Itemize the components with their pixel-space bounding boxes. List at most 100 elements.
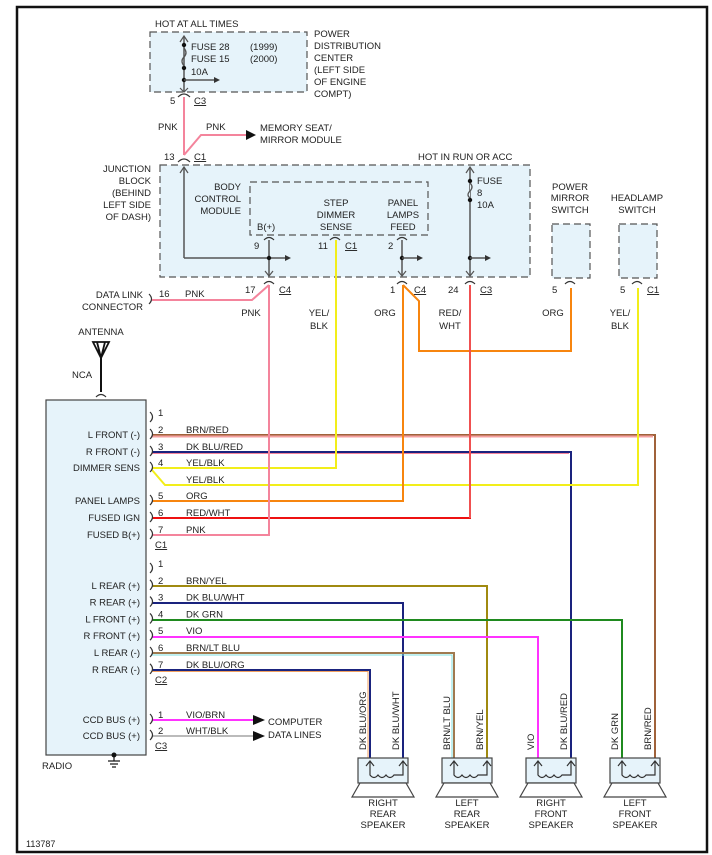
speaker-coil-icon	[537, 762, 572, 779]
jb-out-pin1-conn: C4	[414, 285, 426, 296]
radio-c1-connector: C1	[155, 540, 167, 551]
power-mirror-switch: POWER MIRROR SWITCH 5	[551, 182, 591, 296]
memory-seat-dest: MEMORY SEAT/	[260, 123, 332, 134]
radio-pin-row: YEL/BLK	[186, 475, 225, 486]
pin-function: CCD BUS (+)	[83, 715, 140, 726]
svg-text:COMPT): COMPT)	[314, 89, 351, 100]
wire-color-label: WHT/BLK	[186, 726, 229, 737]
ground-icon	[108, 752, 120, 768]
pin-number: 5	[158, 491, 163, 502]
jb-out-pin17-conn: C4	[279, 285, 291, 296]
pdc-fuse-rating: 10A	[191, 67, 209, 78]
svg-text:SENSE: SENSE	[320, 222, 352, 233]
pin-number: 2	[158, 726, 163, 737]
bcm-b-plus: B(+)	[257, 222, 275, 233]
svg-text:OF DASH): OF DASH)	[106, 212, 151, 223]
wire-color-label: DK GRN	[186, 609, 223, 620]
svg-text:BLOCK: BLOCK	[119, 176, 152, 187]
pin-number: 1	[158, 408, 163, 419]
jb-out-pin17: 17	[245, 285, 256, 296]
svg-text:DISTRIBUTION: DISTRIBUTION	[314, 41, 381, 52]
speaker-wire-label: DK GRN	[610, 713, 621, 750]
svg-text:JUNCTION: JUNCTION	[103, 164, 151, 175]
radio-c2-connector: C2	[155, 675, 167, 686]
hot-in-run-label: HOT IN RUN OR ACC	[418, 152, 512, 163]
speaker-name: REAR	[454, 809, 481, 820]
figure-id: 113787	[26, 839, 55, 849]
wire-color-label: YEL/BLK	[186, 475, 225, 486]
pin-function: R FRONT (-)	[86, 447, 140, 458]
pnk-label-left: PNK	[158, 122, 178, 133]
jb-out-pin1: 1	[390, 285, 395, 296]
speaker-name: FRONT	[619, 809, 652, 820]
svg-text:8: 8	[477, 188, 482, 199]
svg-text:MIRROR MODULE: MIRROR MODULE	[260, 135, 342, 146]
radio-label: RADIO	[42, 761, 72, 772]
wire-color-label: PNK	[186, 525, 206, 536]
pin-number: 1	[158, 710, 163, 721]
radio-pin-row: 6L REAR (-)BRN/LT BLU	[94, 643, 240, 659]
radio-pin-row: 2L FRONT (-)BRN/RED	[88, 425, 229, 441]
pin-function: R REAR (+)	[90, 598, 140, 609]
svg-text:WHT: WHT	[439, 321, 461, 332]
pin-function: R REAR (-)	[92, 665, 140, 676]
radio-pin-row: 3R REAR (+)DK BLU/WHT	[90, 593, 245, 609]
svg-text:STEP: STEP	[324, 198, 349, 209]
pin-function: R FRONT (+)	[83, 631, 140, 642]
dlc-wire: PNK	[185, 289, 205, 300]
speaker-name: SPEAKER	[361, 820, 406, 831]
wire-color-label: VIO	[186, 626, 202, 637]
speaker-name: SPEAKER	[445, 820, 490, 831]
wire-color-label: RED/WHT	[186, 508, 231, 519]
pnk-feed-wire: PNK PNK MEMORY SEAT/ MIRROR MODULE	[158, 97, 342, 156]
pin-function: FUSED IGN	[88, 513, 140, 524]
data-link-connector: DATA LINK CONNECTOR 16 PNK	[82, 284, 270, 313]
radio-pin-row: 2L REAR (+)BRN/YEL	[92, 576, 227, 592]
pdc-name: POWER DISTRIBUTION CENTER (LEFT SIDE OF …	[314, 29, 381, 100]
fuse8-label: FUSE	[477, 176, 502, 187]
wire-color-label: BRN/YEL	[186, 576, 227, 587]
pin-number: 2	[158, 425, 163, 436]
vertical-wire-labels: PNK YEL/ BLK ORG RED/ WHT ORG YEL/ BLK	[241, 308, 630, 332]
wire-color-label: BRN/LT BLU	[186, 643, 240, 654]
svg-text:BLK: BLK	[611, 321, 630, 332]
radio-pin-row: 1	[149, 408, 163, 423]
pin-function: FUSED B(+)	[87, 530, 140, 541]
pin-function: DIMMER SENS	[73, 463, 140, 474]
svg-text:POWER: POWER	[314, 29, 350, 40]
panel-lamps-feed-label: PANEL LAMPS FEED	[387, 198, 419, 233]
headlamp-switch-conn: C1	[647, 285, 659, 296]
svg-text:YEL/: YEL/	[610, 308, 631, 319]
pdc-box	[149, 31, 308, 93]
svg-text:PNK: PNK	[241, 308, 261, 319]
pdc-fuse-line1-year: (1999)	[250, 42, 277, 53]
bcm-pin11-conn: C1	[345, 241, 357, 252]
jb-out-pin24: 24	[448, 285, 459, 296]
speaker-name: LEFT	[623, 798, 646, 809]
svg-text:DATA LINES: DATA LINES	[268, 730, 322, 741]
svg-text:PANEL: PANEL	[388, 198, 418, 209]
svg-text:ORG: ORG	[374, 308, 396, 319]
speaker-coil-icon	[453, 762, 488, 779]
fuse8-icon	[467, 182, 473, 199]
ccd-dest: COMPUTER	[268, 717, 323, 728]
mirror-switch-pin: 5	[552, 285, 557, 296]
speaker-wire-label: DK BLU/ORG	[358, 691, 369, 750]
pin-function: L REAR (-)	[94, 648, 140, 659]
pin-function: PANEL LAMPS	[75, 496, 140, 507]
pin-number: 7	[158, 525, 163, 536]
svg-text:DIMMER: DIMMER	[317, 210, 356, 221]
pnk-label-branch: PNK	[206, 122, 226, 133]
pdc-fuse-line2-year: (2000)	[250, 54, 277, 65]
svg-text:OF ENGINE: OF ENGINE	[314, 77, 366, 88]
ccd-arrow-icon	[253, 715, 265, 725]
